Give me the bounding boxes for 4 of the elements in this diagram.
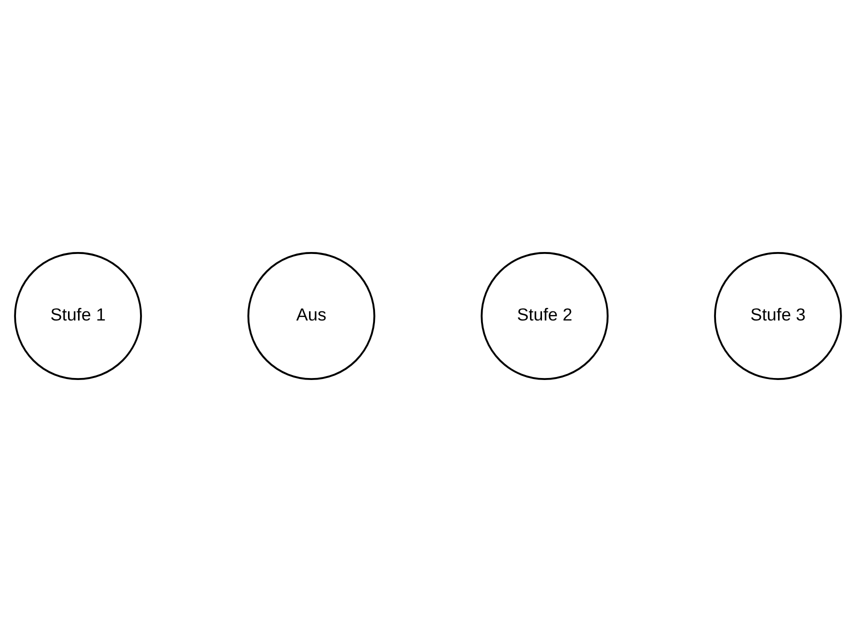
node-circle: Stufe 1 [14,252,142,380]
node-circle: Stufe 3 [714,252,842,380]
node-circle: Stufe 2 [480,252,609,380]
node-circle: Aus [247,252,376,380]
